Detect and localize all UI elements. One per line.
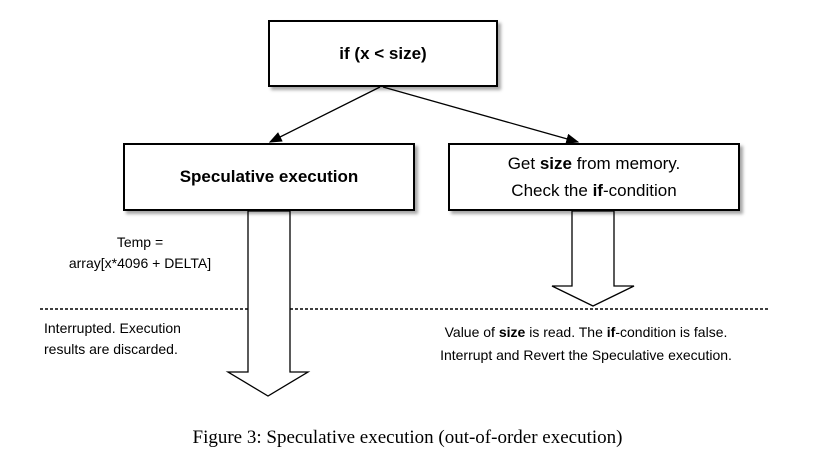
memory-line1-start: Get <box>507 154 540 173</box>
block-arrow-memory <box>551 210 635 307</box>
speculative-execution-box: Speculative execution <box>123 143 415 211</box>
memory-check-text: Get size from memory. Check the if-condi… <box>508 150 681 204</box>
memory-line1-end: from memory. <box>571 154 681 173</box>
temp-note-line2: array[x*4096 + DELTA] <box>68 255 212 271</box>
value-note-bold1: size <box>498 324 526 340</box>
block-arrow-speculative <box>225 210 311 397</box>
value-note-line2: Interrupt and Revert the Speculative exe… <box>440 347 732 363</box>
speculative-execution-text: Speculative execution <box>179 167 359 186</box>
memory-line2-start: Check the <box>511 181 593 200</box>
memory-check-box: Get size from memory. Check the if-condi… <box>448 143 740 211</box>
interrupt-note-line2: results are discarded. <box>44 341 178 357</box>
memory-line1-bold: size <box>539 154 572 173</box>
memory-line2-end: -condition <box>602 181 677 200</box>
value-note-part2: is read. The <box>525 324 607 340</box>
value-note-bold2: if <box>606 324 616 340</box>
condition-box: if (x < size) <box>268 20 498 87</box>
value-read-note: Value of size is read. The if-condition … <box>386 321 786 367</box>
memory-line2-bold: if <box>592 181 603 200</box>
interrupted-note: Interrupted. Execution results are disca… <box>44 318 234 360</box>
temp-note-line1: Temp = <box>116 234 164 250</box>
value-note-part3: -condition is false. <box>615 324 728 340</box>
arrow-to-memory <box>382 86 580 144</box>
value-note-part1: Value of <box>444 324 499 340</box>
value-note-line1: Value of size is read. The if-condition … <box>386 321 786 344</box>
interrupt-note-line1: Interrupted. Execution <box>44 320 181 336</box>
figure-caption: Figure 3: Speculative execution (out-of-… <box>192 427 623 448</box>
arrow-to-speculative <box>268 86 381 143</box>
temp-assignment-note: Temp = array[x*4096 + DELTA] <box>40 232 240 274</box>
condition-text: if (x < size) <box>339 43 427 63</box>
